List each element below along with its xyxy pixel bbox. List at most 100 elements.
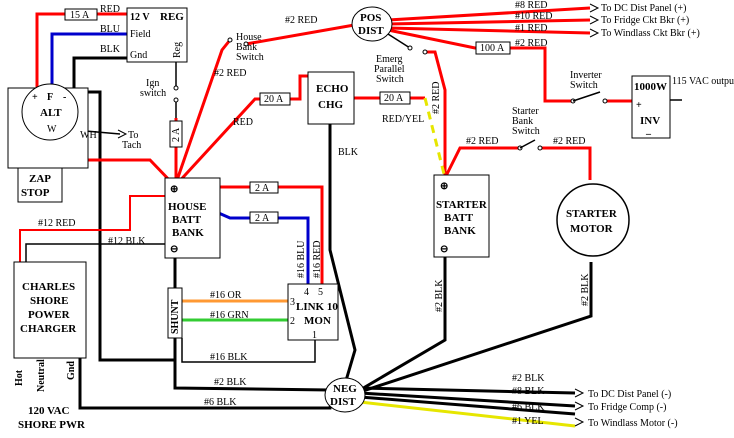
dest-windlass-neg: To Windlass Motor (-) [574, 417, 678, 429]
label-red-2-starter-vert: #2 RED [431, 82, 442, 115]
wire-motor-neg [359, 262, 593, 394]
alt-w: W [47, 124, 57, 135]
charles-charger: CHARLES SHORE POWER CHARGER Hot Neutral … [13, 261, 87, 392]
wire-neg-dc [359, 386, 576, 395]
link10-title2: MON [304, 315, 331, 327]
fuse-2a-bot-label: 2 A [255, 213, 270, 224]
inv-plus: + [636, 100, 642, 111]
starter-batt-line3: BANK [444, 225, 476, 237]
starter-batt-plus: ⊕ [440, 181, 448, 192]
label-blk-2-shunt: #2 BLK [214, 377, 247, 388]
arrow-icon [574, 417, 585, 427]
shore-power: 120 VAC SHORE PWR [18, 405, 86, 431]
wire-neg-windlass [359, 395, 576, 416]
starter-batt-line1: STARTER [436, 199, 488, 211]
label-blk-link: BLK [338, 147, 359, 158]
dest-dc-neg-label: To DC Dist Panel (-) [588, 389, 671, 400]
neg-dist: NEG DIST [324, 377, 366, 413]
label-red-yel: RED/YEL [382, 114, 424, 125]
wire-blu-field [50, 32, 127, 95]
shore-line2: SHORE PWR [18, 419, 86, 431]
shunt-title: SHUNT [170, 299, 181, 334]
dest-fridge-neg: To Fridge Comp (-) [574, 401, 666, 413]
fuse-2a-vert-label: 2 A [171, 127, 182, 142]
label-blk-6-windlass: #6 BLK [512, 402, 545, 413]
arrow-icon [589, 28, 600, 38]
house-plus: ⊕ [170, 184, 178, 195]
fuse-20a-out-label: 20 A [384, 93, 404, 104]
fuse-2a-top-label: 2 A [255, 183, 270, 194]
dest-dc-panel-pos: To DC Dist Panel (+) [589, 3, 687, 14]
regulator: 12 V REG Field Gnd Reg [126, 7, 188, 63]
charger-hot: Hot [14, 369, 25, 386]
label-red-top: RED [100, 4, 120, 15]
reg-gnd: Gnd [130, 50, 147, 61]
label-blu: BLU [100, 24, 121, 35]
link10-monitor: LINK 10 MON 4 5 3 2 1 [287, 283, 339, 341]
label-yel-1: #1 YEL [512, 416, 544, 427]
house-batt-bank: ⊕ HOUSE BATT BANK ⊖ [164, 177, 221, 259]
charger-line4: CHARGER [20, 323, 77, 335]
label-blk-6-charger: #6 BLK [204, 397, 237, 408]
dest-dc-pos-label: To DC Dist Panel (+) [601, 3, 687, 14]
neg-line1: NEG [333, 383, 357, 395]
house-line3: BANK [172, 227, 204, 239]
inv-rating: 1000W [634, 81, 667, 93]
wire-starter-neg [359, 252, 447, 392]
wire-echo-house [173, 74, 310, 188]
label-blk-2-starter: #2 BLK [434, 279, 445, 312]
wire-starter-switch [443, 146, 592, 180]
wire-shunt-neg [173, 338, 331, 392]
arrow-icon [589, 15, 600, 25]
alt-plus: + [32, 92, 38, 103]
zap-line1: ZAP [29, 173, 51, 185]
dest-fridge-pos: To Fridge Ckt Bkr (+) [589, 15, 689, 26]
label-blk-2-dc: #2 BLK [512, 373, 545, 384]
reg-field: Field [130, 29, 151, 40]
motor-line1: STARTER [566, 208, 618, 220]
label-red-2-motor: #2 RED [553, 136, 586, 147]
fuse-100a-label: 100 A [480, 43, 505, 54]
echo-line1: ECHO [316, 83, 349, 95]
echo-line2: CHG [318, 99, 344, 111]
house-line1: HOUSE [168, 201, 207, 213]
dest-dc-panel-neg: To DC Dist Panel (-) [574, 388, 671, 400]
echo-chg: ECHO CHG [307, 71, 355, 125]
label-or-16: #16 OR [210, 290, 242, 301]
dest-windlass-neg-label: To Windlass Motor (-) [588, 418, 678, 429]
pos-dist: POS DIST [351, 6, 393, 42]
label-red-2-inv: #2 RED [515, 38, 548, 49]
arrow-icon [589, 3, 600, 13]
reg-title: REG [160, 11, 184, 23]
inv-minus: – [645, 129, 652, 140]
link10-t1: 1 [312, 330, 317, 341]
wire-house-switch [173, 22, 361, 187]
wire-charger-blk [25, 243, 165, 262]
dest-fridge-neg-label: To Fridge Comp (-) [588, 402, 666, 413]
dest-windlass-pos: To Windlass Ckt Bkr (+) [589, 28, 700, 39]
label-red-echo: RED [233, 117, 253, 128]
fuse-20a-echo-in: 20 A [259, 92, 291, 106]
wire-charger-red [19, 195, 165, 262]
wire-emerg-starter [425, 50, 447, 178]
wire-pos-windlass [387, 26, 591, 35]
link10-title: LINK 10 [296, 301, 338, 313]
charger-line1: CHARLES [22, 281, 75, 293]
inv-output: 115 VAC output [672, 76, 734, 87]
label-blu-16: #16 BLU [296, 240, 307, 278]
link10-t3: 3 [290, 297, 295, 308]
label-wh: WH [80, 130, 97, 141]
motor-line2: MOTOR [570, 223, 614, 235]
inv-title: INV [640, 115, 660, 127]
dest-windlass-pos-label: To Windlass Ckt Bkr (+) [601, 28, 700, 39]
label-blk-16: #16 BLK [210, 352, 248, 363]
inverter: 1000W + INV – 115 VAC output [631, 75, 734, 140]
